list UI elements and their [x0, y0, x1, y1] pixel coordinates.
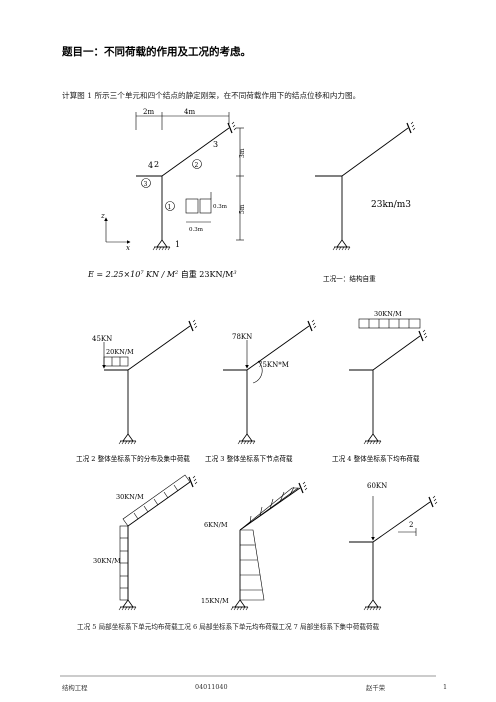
- case-1-caption: 工况一：结构自重: [323, 274, 376, 283]
- case-5-dist-load-vertical: 30KN/M: [93, 557, 121, 565]
- figure-1-frame: [136, 127, 230, 240]
- node-2-label: 2: [154, 160, 159, 169]
- case-4-caption: 工况 4 整体坐标系下均布荷载: [332, 454, 420, 463]
- node-1-label: 1: [175, 240, 180, 249]
- case-7-point-load: 60KN: [367, 482, 387, 490]
- problem-intro: 计算图 1 所示三个单元和四个结点的静定刚架，在不同荷载作用下的结点位移和内力图…: [62, 91, 361, 100]
- dim-2m: 2m: [143, 108, 154, 116]
- case-6-frame: [239, 487, 301, 600]
- case-1-load: 23kn/m3: [371, 200, 411, 210]
- axis-z-label: z: [100, 212, 105, 220]
- cross-section: [185, 192, 212, 223]
- dim-3m: 3m: [239, 148, 246, 158]
- section-width-label: 0.3m: [189, 227, 204, 233]
- case-3-moment: 75KN*M: [258, 361, 289, 369]
- case-3-caption: 工况 3 整体坐标系下节点荷载: [205, 454, 293, 463]
- case-4-dist-load: 30KN/M: [374, 310, 402, 318]
- footer-left: 结构工程: [62, 684, 88, 692]
- node-4-label: 4: [148, 161, 153, 170]
- element-labels: [141, 159, 202, 211]
- case-3-point-load: 78KN: [232, 333, 252, 341]
- dim-5m: 5m: [239, 204, 246, 214]
- pin-support-icon: [152, 239, 171, 251]
- dimension-lines: [135, 112, 244, 241]
- problem-title: 题目一：不同荷载的作用及工况的考虑。: [62, 46, 251, 58]
- node-3-label: 3: [213, 140, 218, 149]
- case-3-frame: [223, 325, 310, 434]
- case-2-dist-load: 20KN/M: [106, 348, 134, 356]
- element-1-label: 1: [168, 204, 172, 211]
- dim-4m: 4m: [184, 108, 195, 116]
- case-7-distance: 2: [409, 521, 413, 529]
- case-2-point-load: 45KN: [92, 335, 112, 343]
- axis-x-label: x: [126, 244, 130, 252]
- material-formula: E = 2.25×107 KN / M2 自重 23KN/M3: [87, 269, 237, 279]
- row-3-captions: 工况 5 局部坐标系下单元均布荷载工况 6 局部坐标系下单元均布荷载工况 7 局…: [77, 623, 380, 631]
- case-4-frame: [349, 335, 421, 434]
- page-number: 1: [443, 683, 448, 691]
- footer-right: 赵千荣: [366, 684, 386, 692]
- case-7-frame: [349, 496, 431, 600]
- case-6-dist-load-top: 6KN/M: [204, 521, 228, 529]
- case-6-dist-load-bottom: 15KN/M: [201, 597, 229, 605]
- footer-center: 04011040: [195, 683, 228, 691]
- case-2-frame: [102, 325, 191, 434]
- case-5-dist-load-inclined: 30KN/M: [116, 493, 144, 501]
- element-3-label: 3: [144, 181, 148, 188]
- case-1-frame: [315, 127, 409, 240]
- case-2-caption: 工况 2 整体坐标系下的分布及集中荷载: [76, 454, 190, 463]
- element-2-label: 2: [195, 162, 199, 169]
- axis-indicator: [104, 217, 131, 244]
- section-height-label: 0.3m: [213, 204, 228, 210]
